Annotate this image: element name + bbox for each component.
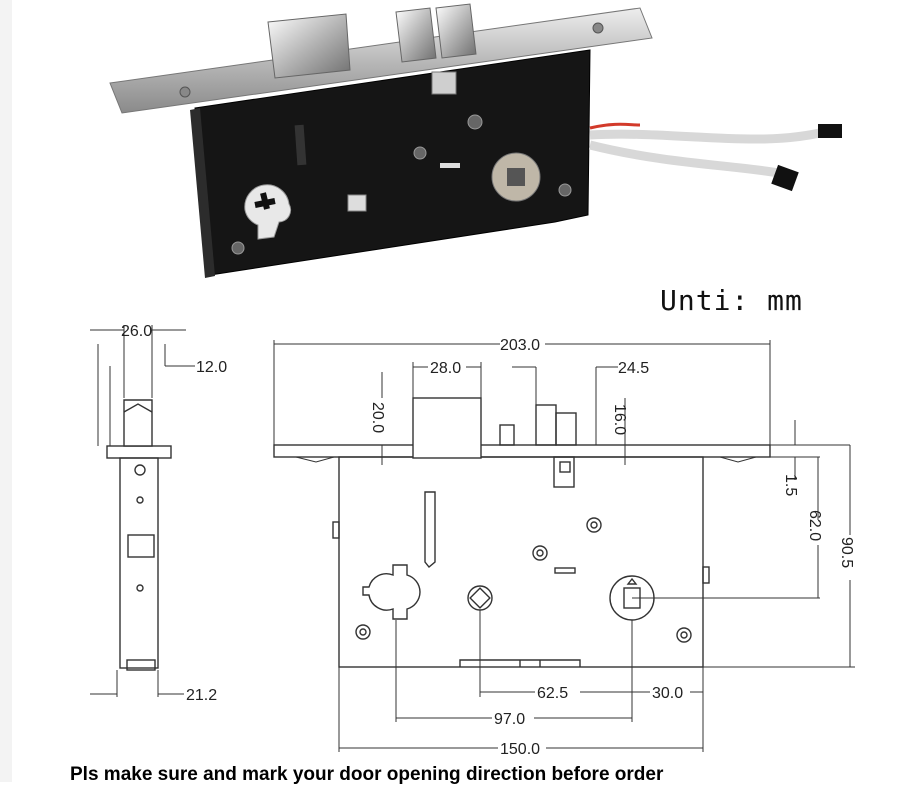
cylinder-cross: [254, 192, 276, 210]
faceplate-screw-right: [592, 22, 604, 34]
dim-faceplate-thickness: 1.5: [782, 474, 799, 496]
front-latch: [412, 397, 482, 459]
front-view: [273, 340, 855, 752]
wire-grey-2: [588, 140, 791, 180]
unit-label: Unti: mm: [660, 284, 803, 317]
latch-bolt: [267, 13, 351, 79]
body-indicator: [440, 163, 460, 168]
dim-deadbolt-width: 24.5: [618, 360, 649, 377]
dim-side-bolt: 12.0: [196, 359, 227, 376]
dim-deadbolt-projection: 16.0: [611, 404, 628, 435]
dim-backset-handle: 62.0: [806, 510, 823, 541]
side-view: [90, 325, 195, 697]
body-screw-2: [413, 146, 427, 160]
dim-handle-to-cylinder: 62.5: [537, 685, 568, 702]
body-screw-3: [558, 183, 572, 197]
product-photo: [109, 3, 842, 278]
deadbolt-2: [435, 3, 477, 59]
body-screw-4: [231, 241, 245, 255]
dim-side-width: 26.0: [121, 323, 152, 340]
left-margin-strip: [0, 0, 12, 782]
front-faceplate: [273, 444, 771, 458]
connector-1: [818, 124, 842, 138]
dim-spindle-to-cylinder: 97.0: [494, 711, 525, 728]
lock-body-side: [190, 108, 215, 278]
dim-side-bottom: 21.2: [186, 687, 217, 704]
body-slot: [294, 124, 307, 166]
dim-cylinder-offset: 30.0: [652, 685, 683, 702]
front-cylinder-cutout: [362, 564, 421, 620]
footer-note: Pls make sure and mark your door opening…: [70, 764, 664, 785]
dim-latch-projection: 20.0: [369, 402, 386, 433]
connector-2: [771, 164, 799, 192]
side-latch: [123, 399, 153, 447]
cylinder-hole: [244, 184, 292, 240]
dim-latch-width: 28.0: [430, 360, 461, 377]
follower-square-photo: [507, 168, 525, 186]
dim-body-height: 90.5: [838, 537, 855, 568]
deadbolt: [395, 7, 437, 63]
side-faceplate: [106, 445, 172, 459]
front-slot: [424, 491, 436, 568]
body-screw-1: [467, 114, 483, 130]
front-body: [338, 456, 704, 668]
dim-total-length: 203.0: [500, 337, 540, 354]
wire-red: [589, 122, 641, 130]
spindle-square-photo: [347, 194, 367, 212]
dim-body-width: 150.0: [500, 741, 540, 758]
faceplate-screw-left: [179, 86, 191, 98]
technical-drawing: 26.0 12.0 21.2: [90, 323, 855, 758]
wire-grey: [589, 125, 834, 144]
side-body: [119, 457, 159, 669]
front-spindle: [467, 585, 493, 611]
deadbolt-housing: [431, 71, 457, 95]
front-bottom-rail: [459, 659, 581, 667]
front-deadbolt: [535, 404, 557, 446]
